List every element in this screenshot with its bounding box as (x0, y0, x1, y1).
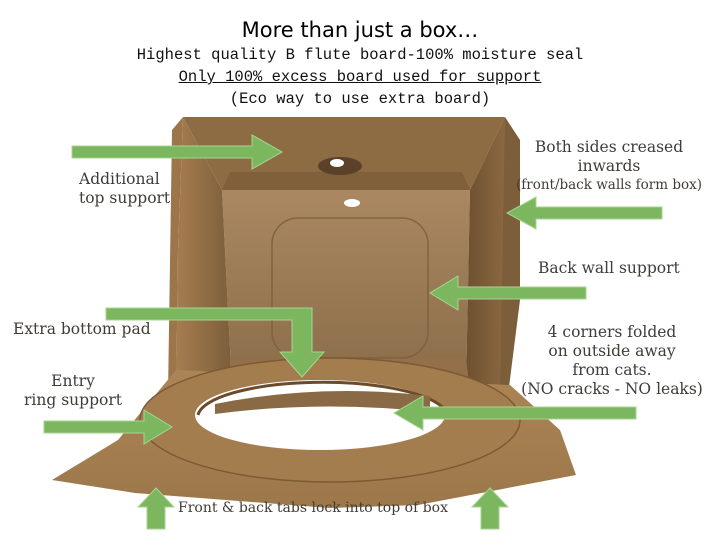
arrow-bottom-pad-icon (105, 307, 326, 378)
label-sides-creased-line3: (front/back walls form box) (515, 177, 702, 193)
label-top-support-line1: Additional (79, 170, 160, 188)
label-corners-line3: from cats. (572, 361, 652, 379)
subtitle-quality: Highest quality B flute board-100% moist… (136, 46, 584, 64)
label-sides-creased: Both sides creased inwards (front/back w… (498, 138, 720, 195)
label-tabs: Front & back tabs lock into top of box (178, 500, 448, 516)
arrows-group (43, 134, 663, 530)
label-back-wall: Back wall support (538, 259, 680, 277)
label-bottom-pad: Extra bottom pad (13, 320, 151, 338)
arrow-top-support-icon (71, 134, 284, 170)
subtitle-excess-board: Only 100% excess board used for support (178, 68, 542, 86)
subtitle-eco: (Eco way to use extra board) (229, 90, 491, 108)
arrow-corners-icon (393, 395, 637, 431)
arrow-tab-right-icon (470, 487, 510, 530)
label-corners-line4: (NO cracks - NO leaks) (521, 380, 703, 398)
page-title: More than just a box… (241, 18, 479, 42)
arrow-tab-left-icon (136, 487, 176, 530)
label-top-support-line2: top support (79, 189, 171, 207)
box-walls (168, 117, 520, 402)
label-entry-ring-line1: Entry (51, 372, 95, 390)
label-sides-creased-line1: Both sides creased (534, 138, 684, 156)
label-corners-line1: 4 corners folded (547, 323, 677, 341)
arrow-sides-creased-icon (505, 196, 663, 230)
arrow-back-wall-icon (429, 275, 587, 311)
label-entry-ring-line2: ring support (24, 391, 122, 409)
arrow-entry-ring-icon (43, 409, 173, 445)
box-floor (52, 357, 576, 508)
label-entry-ring: Entry ring support (14, 372, 132, 410)
label-corners-line2: on outside away (548, 342, 676, 360)
label-top-support: Additional top support (79, 170, 170, 208)
label-corners: 4 corners folded on outside away from ca… (512, 323, 712, 399)
label-sides-creased-line2: inwards (577, 157, 641, 175)
